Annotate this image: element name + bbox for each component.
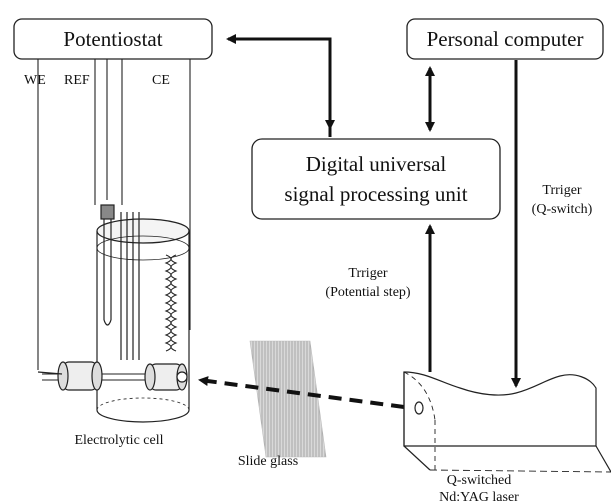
ref-label: REF xyxy=(64,73,90,88)
laser-label-line2: Nd:YAG laser xyxy=(439,490,519,504)
potential-trigger-label-1: Trriger xyxy=(348,266,387,281)
nd-yag-laser xyxy=(403,371,611,473)
qswitch-trigger-label-1: Trriger xyxy=(542,183,581,198)
potentiostat-box: Potentiostat xyxy=(13,18,213,60)
ce-label: CE xyxy=(152,73,170,88)
laser-beam xyxy=(198,376,405,409)
dsp-label-line2: signal processing unit xyxy=(284,182,467,206)
we-label: WE xyxy=(24,73,46,88)
laser-label-line1: Q-switched xyxy=(447,473,512,488)
working-electrode-assembly xyxy=(37,361,188,391)
personal-computer-box: Personal computer xyxy=(406,18,604,60)
electrolytic-cell-label: Electrolytic cell xyxy=(74,433,163,448)
personal-computer-label: Personal computer xyxy=(427,27,584,51)
qswitch-trigger-label-2: (Q-switch) xyxy=(532,202,593,217)
potentiostat-label: Potentiostat xyxy=(63,27,162,51)
dsp-label-line1: Digital universal xyxy=(306,152,447,176)
slide-glass-label: Slide glass xyxy=(238,454,298,469)
signal-processing-unit-box: Digital universal signal processing unit xyxy=(251,138,501,220)
electrolytic-cell xyxy=(96,204,190,423)
electrode-leads xyxy=(37,59,191,370)
potential-trigger-label-2: (Potential step) xyxy=(325,285,410,300)
slide-glass xyxy=(249,340,327,458)
potentiostat-dsp-link xyxy=(226,34,335,137)
